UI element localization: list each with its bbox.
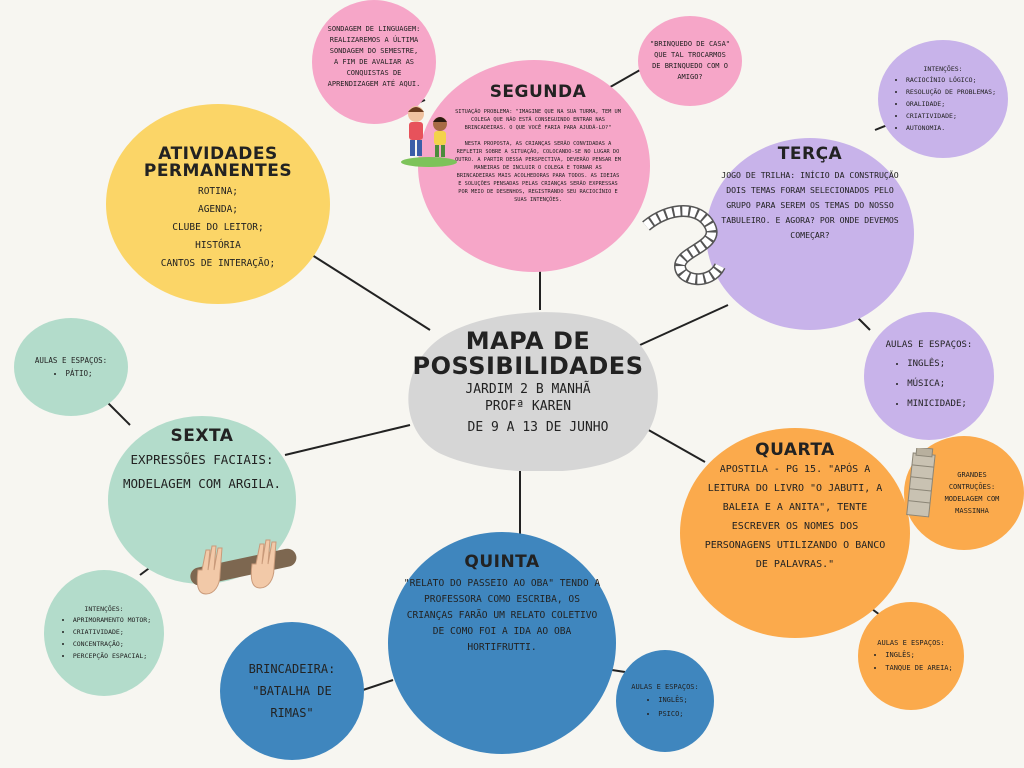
- quarta-aulas-node: AULAS E ESPAÇOS: INGLÊS; TANQUE DE AREIA…: [858, 602, 964, 710]
- terca-intencoes-list: RACIOCÍNIO LÓGICO; RESOLUÇÃO DE PROBLEMA…: [890, 74, 996, 134]
- list-item: RACIOCÍNIO LÓGICO;: [906, 74, 996, 86]
- sexta-aulas-node: AULAS E ESPAÇOS: PÁTIO;: [14, 318, 128, 416]
- permanentes-title-line1: ATIVIDADES: [158, 144, 278, 164]
- terca-intencoes-title: INTENÇÕES:: [923, 65, 963, 73]
- sexta-intencoes-list: APRIMORAMENTO MOTOR; CRIATIVIDADE; CONCE…: [57, 614, 151, 662]
- permanentes-item: CANTOS DE INTERAÇÃO;: [160, 258, 276, 269]
- clay-hands-illustration: [190, 539, 297, 595]
- center-teacher: PROFª KAREN: [484, 399, 572, 414]
- list-item: CONCENTRAÇÃO;: [73, 638, 151, 650]
- list-item: PSICO;: [658, 707, 688, 721]
- terca-title: TERÇA: [777, 144, 843, 164]
- permanentes-title-line2: PERMANENTES: [143, 161, 293, 181]
- quarta-title: QUARTA: [755, 440, 835, 460]
- terca-aulas-list: INGLÊS; MÚSICA; MINICIDADE;: [891, 354, 967, 414]
- list-item: CRIATIVIDADE;: [906, 110, 996, 122]
- quarta-node: QUARTA APOSTILA - PG 15. "APÓS A LEITURA…: [680, 428, 910, 638]
- segunda-sondagem-node: SONDAGEM DE LINGUAGEM: REALIZAREMOS A ÚL…: [312, 0, 436, 124]
- permanentes-item: CLUBE DO LEITOR;: [172, 222, 264, 233]
- segunda-proposal-text: NESTA PROPOSTA, AS CRIANÇAS SERÃO CONVID…: [455, 141, 621, 203]
- quarta-aulas-list: INGLÊS; TANQUE DE AREIA;: [869, 649, 952, 675]
- tower-illustration: [906, 448, 936, 518]
- quinta-text: "RELATO DO PASSEIO AO OBA" TENDO A PROFE…: [403, 578, 601, 653]
- center-node: MAPA DE POSSIBILIDADES JARDIM 2 B MANHÃ …: [394, 303, 662, 471]
- center-class: JARDIM 2 B MANHÃ: [465, 382, 591, 397]
- sexta-intencoes-title: INTENÇÕES:: [84, 605, 124, 613]
- list-item: APRIMORAMENTO MOTOR;: [73, 614, 151, 626]
- segunda-sondagem-text: SONDAGEM DE LINGUAGEM: REALIZAREMOS A ÚL…: [327, 25, 421, 88]
- quarta-aulas-title: AULAS E ESPAÇOS:: [877, 639, 945, 647]
- quinta-aulas-title: AULAS E ESPAÇOS:: [631, 683, 699, 691]
- children-illustration: [401, 106, 457, 167]
- quarta-text: APOSTILA - PG 15. "APÓS A LEITURA DO LIV…: [704, 464, 886, 570]
- segunda-node: SEGUNDA SITUAÇÃO PROBLEMA: "IMAGINE QUE …: [418, 60, 650, 272]
- list-item: MÚSICA;: [907, 374, 967, 394]
- list-item: PÁTIO;: [65, 367, 92, 380]
- sexta-intencoes-node: INTENÇÕES: APRIMORAMENTO MOTOR; CRIATIVI…: [44, 570, 164, 696]
- terca-node: TERÇA JOGO DE TRILHA: INÍCIO DA CONSTRUÇ…: [706, 138, 914, 330]
- segunda-problem-text: SITUAÇÃO PROBLEMA: "IMAGINE QUE NA SUA T…: [455, 109, 621, 131]
- terca-aulas-node: AULAS E ESPAÇOS: INGLÊS; MÚSICA; MINICID…: [864, 312, 994, 440]
- terca-aulas-title: AULAS E ESPAÇOS:: [885, 339, 973, 350]
- list-item: ORALIDADE;: [906, 98, 996, 110]
- permanentes-item: AGENDA;: [197, 204, 239, 215]
- quinta-aulas-list: INGLÊS; PSICO;: [642, 693, 688, 721]
- board-path-illustration: [642, 205, 726, 286]
- permanentes-node: ATIVIDADES PERMANENTES ROTINA; AGENDA; C…: [106, 104, 330, 304]
- segunda-title: SEGUNDA: [489, 82, 587, 102]
- segunda-brinquedo-text: "BRINQUEDO DE CASA" QUE TAL TROCARMOS DE…: [649, 40, 731, 81]
- quinta-brincadeira-text: BRINCADEIRA: "BATALHA DE RIMAS": [248, 662, 336, 720]
- terca-text: JOGO DE TRILHA: INÍCIO DA CONSTRUÇÃO DOI…: [721, 170, 899, 240]
- sexta-aulas-list: PÁTIO;: [49, 367, 92, 380]
- quinta-title: QUINTA: [464, 552, 540, 572]
- permanentes-item: HISTÓRIA: [195, 240, 241, 251]
- list-item: INGLÊS;: [885, 649, 952, 662]
- terca-intencoes-node: INTENÇÕES: RACIOCÍNIO LÓGICO; RESOLUÇÃO …: [878, 40, 1008, 158]
- sexta-text: EXPRESSÕES FACIAIS: MODELAGEM COM ARGILA…: [122, 452, 282, 491]
- list-item: AUTONOMIA.: [906, 122, 996, 134]
- quinta-aulas-node: AULAS E ESPAÇOS: INGLÊS; PSICO;: [616, 650, 714, 752]
- list-item: PERCEPÇÃO ESPACIAL;: [73, 650, 151, 662]
- segunda-brinquedo-node: "BRINQUEDO DE CASA" QUE TAL TROCARMOS DE…: [638, 16, 742, 106]
- quinta-node: QUINTA "RELATO DO PASSEIO AO OBA" TENDO …: [388, 532, 616, 754]
- quarta-grandes-text: GRANDES CONTRUÇÕES: MODELAGEM COM MASSIN…: [944, 471, 1000, 515]
- list-item: INGLÊS;: [658, 693, 688, 707]
- list-item: RESOLUÇÃO DE PROBLEMAS;: [906, 86, 996, 98]
- permanentes-item: ROTINA;: [197, 186, 239, 197]
- center-title-line2: POSSIBILIDADES: [412, 352, 644, 380]
- list-item: CRIATIVIDADE;: [73, 626, 151, 638]
- center-blob-shape: [408, 312, 658, 471]
- center-dates: DE 9 A 13 DE JUNHO: [467, 420, 609, 435]
- list-item: INGLÊS;: [907, 354, 967, 374]
- sexta-title: SEXTA: [170, 426, 234, 446]
- center-title-line1: MAPA DE: [465, 327, 591, 355]
- list-item: TANQUE DE AREIA;: [885, 662, 952, 675]
- sexta-aulas-title: AULAS E ESPAÇOS:: [34, 355, 108, 365]
- list-item: MINICIDADE;: [907, 394, 967, 414]
- quinta-brincadeira-node: BRINCADEIRA: "BATALHA DE RIMAS": [220, 622, 364, 760]
